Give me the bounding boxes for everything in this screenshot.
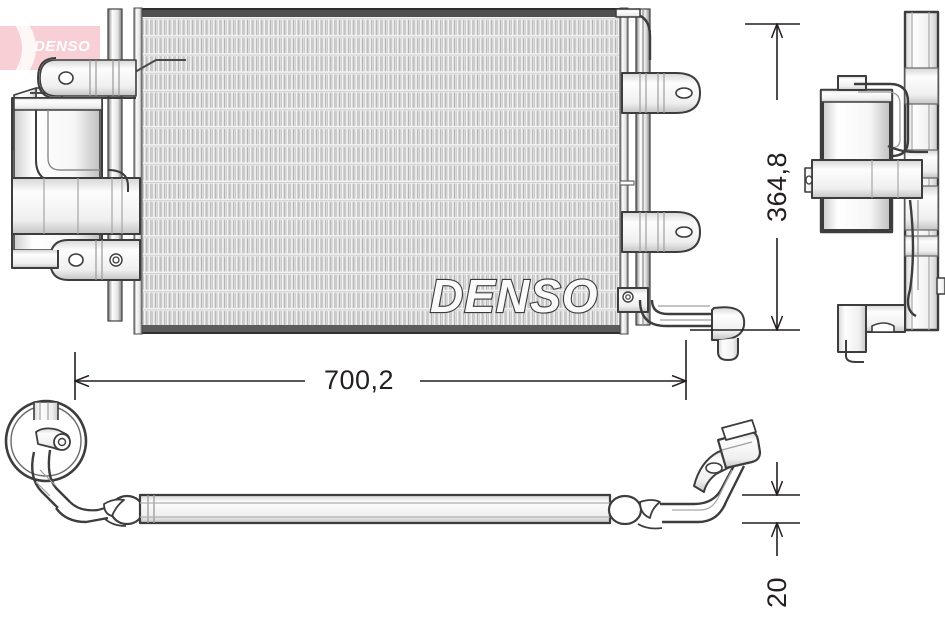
- condenser-core: [133, 7, 629, 335]
- svg-text:DENSO: DENSO: [430, 270, 599, 322]
- dimension-label-thickness: 20: [762, 576, 792, 608]
- top-view: [4, 399, 762, 530]
- front-view: DENSO: [11, 7, 746, 361]
- watermark-label: DENSO: [34, 38, 91, 55]
- dimension-label-width: 700,2: [324, 365, 395, 395]
- product-logo: DENSO: [429, 269, 599, 323]
- dimension-label-height: 364,8: [762, 151, 792, 222]
- watermark-arc-inner-icon: [0, 26, 22, 70]
- denso-watermark-logo: DENSO: [0, 26, 100, 70]
- dimension-thickness: [742, 462, 800, 556]
- right-brackets-front: [615, 8, 746, 361]
- side-view: [804, 10, 945, 363]
